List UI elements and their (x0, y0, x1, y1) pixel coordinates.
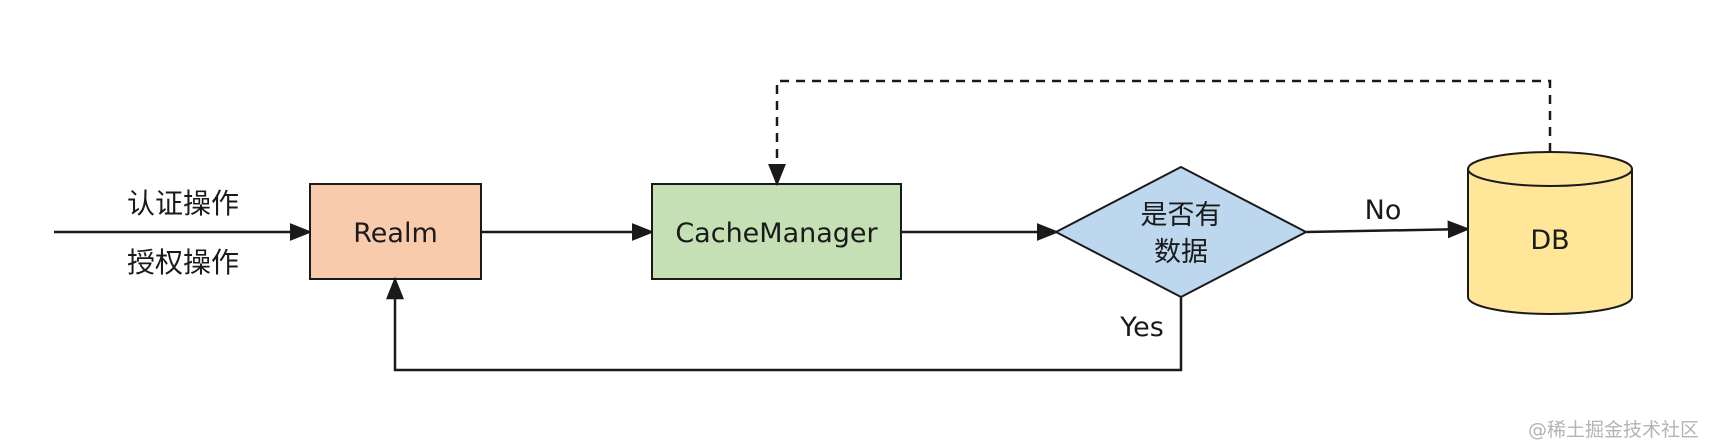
decision-diamond (1053, 165, 1309, 299)
decision-label-line1: 是否有 (1141, 200, 1222, 231)
db-cylinder (1467, 151, 1633, 315)
watermark: @稀土掘金技术社区 (1527, 419, 1699, 441)
decision-to-db-arrow (1305, 220, 1471, 239)
db-to-cache-dashed-arrow (768, 79, 1552, 187)
decision-label-line2: 数据 (1154, 237, 1208, 268)
yes-label: Yes (1119, 312, 1164, 343)
no-label: No (1365, 195, 1402, 226)
decision-to-realm-arrow (386, 276, 1183, 372)
cache-manager-label: CacheManager (675, 218, 878, 249)
authentication-label: 认证操作 (127, 187, 239, 220)
realm-label: Realm (353, 218, 438, 249)
authorization-label: 授权操作 (127, 246, 239, 279)
db-label: DB (1530, 225, 1569, 256)
